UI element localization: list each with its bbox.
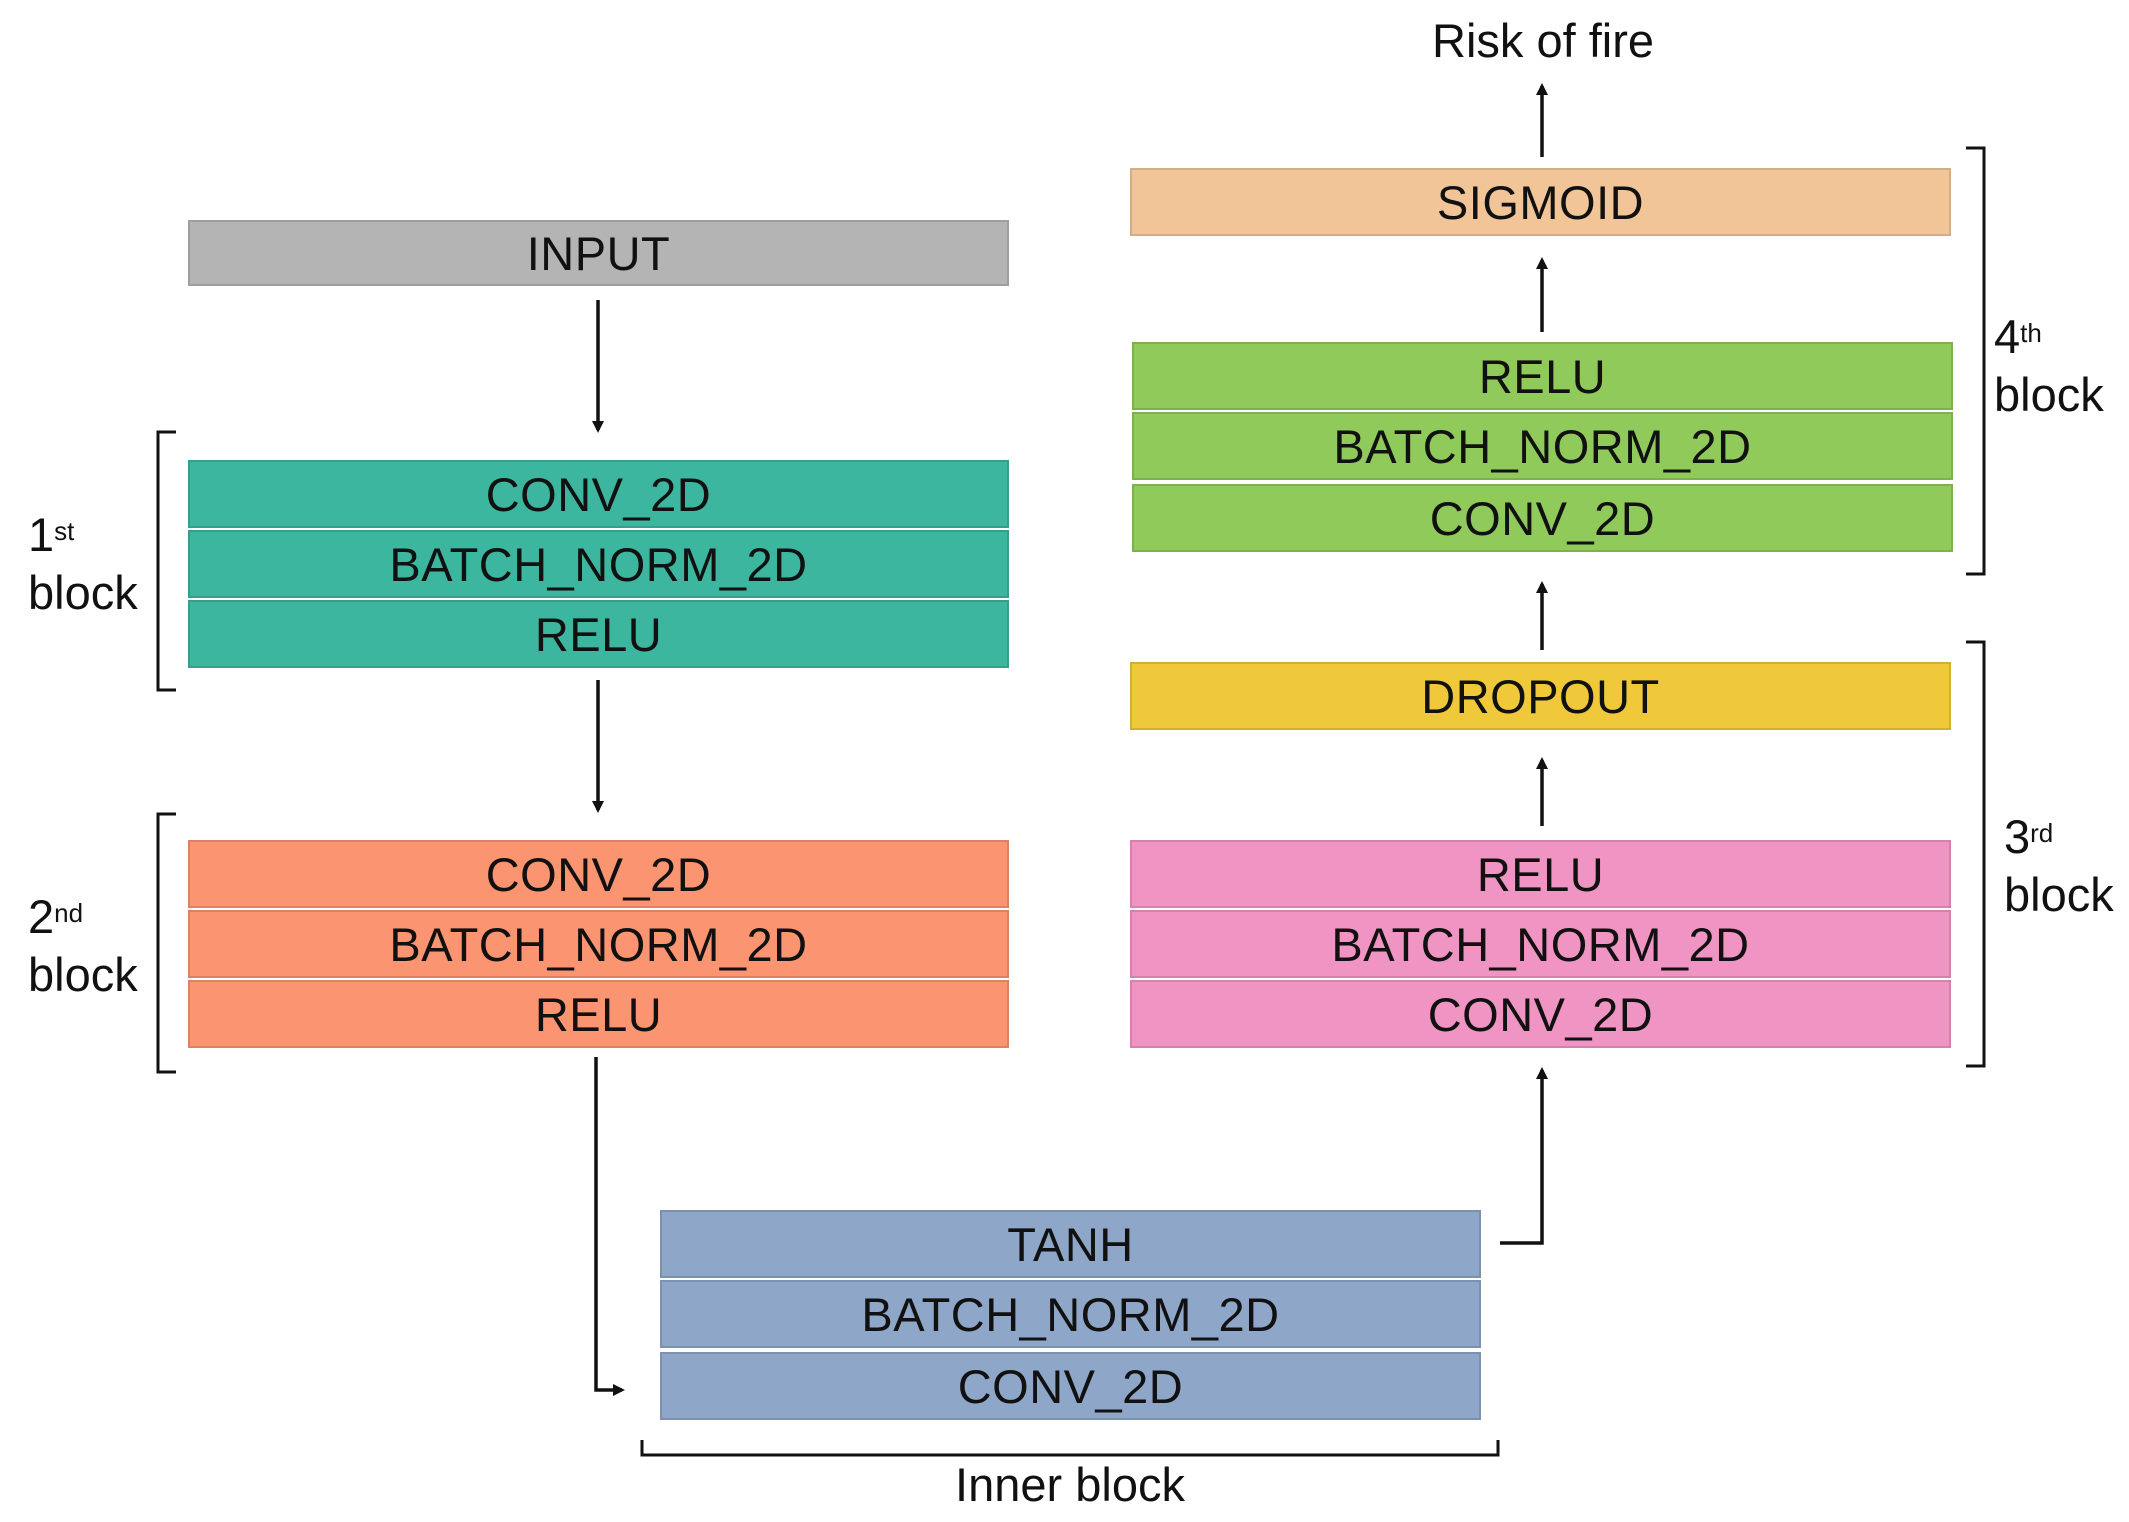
arrow-block2-to-inner [594, 1057, 625, 1396]
block4-label-word: block [1994, 368, 2104, 421]
bracket-block2 [156, 812, 176, 1074]
block3-label: 3rd block [2004, 808, 2114, 924]
block3-layer-conv2d: CONV_2D [1130, 980, 1951, 1048]
block3-label-sup: rd [2030, 818, 2054, 848]
input-layer: INPUT [188, 220, 1009, 286]
block2-label-sup: nd [54, 898, 84, 928]
block4-label: 4th block [1994, 308, 2104, 424]
block2-label-word: block [28, 948, 138, 1001]
block2-layer-batchnorm: BATCH_NORM_2D [188, 910, 1009, 978]
dropout-layer: DROPOUT [1130, 662, 1951, 730]
block1-label: 1st block [28, 506, 138, 622]
sigmoid-layer: SIGMOID [1130, 168, 1951, 236]
inner-layer-tanh: TANH [660, 1210, 1481, 1278]
block1-layer-conv2d: CONV_2D [188, 460, 1009, 528]
block4-layer-relu: RELU [1132, 342, 1953, 410]
block4-label-num: 4 [1994, 310, 2021, 363]
block1-layer-batchnorm: BATCH_NORM_2D [188, 530, 1009, 598]
block3-layer-batchnorm: BATCH_NORM_2D [1130, 910, 1951, 978]
block2-label-num: 2 [28, 890, 55, 943]
bracket-block4 [1966, 146, 1986, 576]
bracket-inner [640, 1440, 1500, 1457]
inner-layer-batchnorm: BATCH_NORM_2D [660, 1280, 1481, 1348]
output-label: Risk of fire [1432, 14, 1654, 67]
block3-label-word: block [2004, 868, 2114, 921]
block2-label: 2nd block [28, 888, 138, 1004]
arrow-inner-to-block3 [1500, 1067, 1548, 1245]
block4-layer-batchnorm: BATCH_NORM_2D [1132, 412, 1953, 480]
block2-layer-conv2d: CONV_2D [188, 840, 1009, 908]
inner-layer-conv2d: CONV_2D [660, 1352, 1481, 1420]
block1-label-word: block [28, 566, 138, 619]
inner-block-label: Inner block [955, 1458, 1185, 1511]
block4-layer-conv2d: CONV_2D [1132, 484, 1953, 552]
block4-label-sup: th [2020, 318, 2042, 348]
block3-label-num: 3 [2004, 810, 2031, 863]
block3-layer-relu: RELU [1130, 840, 1951, 908]
block1-layer-relu: RELU [188, 600, 1009, 668]
block2-layer-relu: RELU [188, 980, 1009, 1048]
block1-label-num: 1 [28, 508, 55, 561]
bracket-block3 [1966, 640, 1986, 1068]
bracket-block1 [156, 430, 176, 692]
block1-label-sup: st [54, 516, 75, 546]
